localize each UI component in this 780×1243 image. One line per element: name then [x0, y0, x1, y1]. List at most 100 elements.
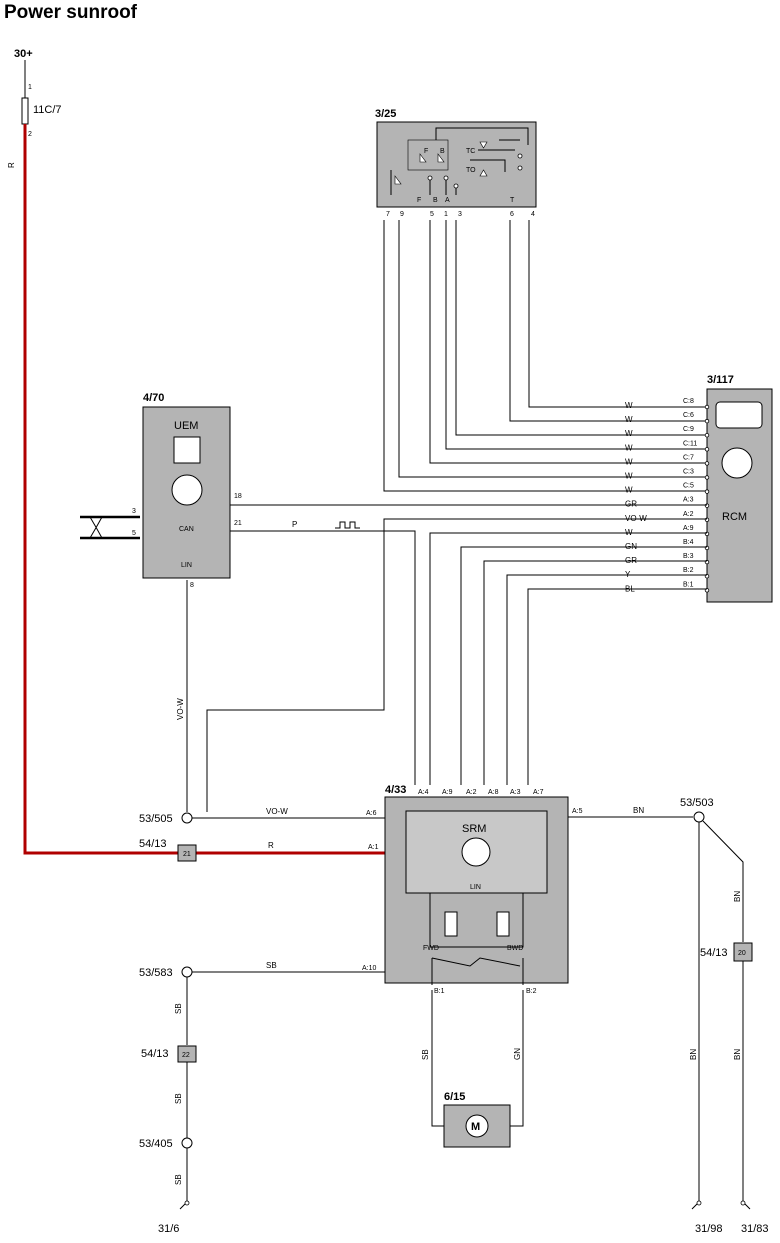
rcm-wire-color-9: W	[625, 528, 633, 537]
bn-wire-ground-98	[691, 822, 700, 1210]
rcm-wire-color-3: W	[625, 443, 633, 452]
switch-pin-3: 3	[458, 211, 462, 218]
uem-name: UEM	[174, 420, 198, 432]
rcm-pin-6: C:5	[683, 483, 694, 490]
rcm-wire-color-8: VO-W	[625, 514, 647, 523]
rcm-pin-11: B:3	[683, 553, 694, 560]
uem-antenna-icon	[173, 436, 201, 464]
rcm-pin-terminal-5	[704, 475, 710, 480]
rcm-name: RCM	[722, 511, 747, 523]
splice-505-wire-label: VO-W	[266, 807, 288, 816]
rcm-pin-terminal-3	[704, 447, 710, 452]
rcm-pin-terminal-0	[704, 404, 710, 410]
splice-505	[181, 812, 193, 824]
rcm-pin-0: C:8	[683, 398, 694, 405]
fuse-pin-in: 1	[28, 84, 32, 91]
rcm-pin-terminal-6	[704, 489, 710, 494]
bn-wire-98-label: BN	[689, 1049, 698, 1060]
bn-wire-ground-83	[742, 961, 751, 1210]
splice-583-label: 53/583	[139, 967, 173, 979]
switch-pin-9: 9	[400, 211, 404, 218]
switch-panel-ref: 3/25	[375, 108, 396, 120]
srm-pin-b1: B:1	[434, 988, 445, 995]
srm-bwd-label: BWD	[507, 945, 523, 952]
srm-relays	[429, 893, 524, 985]
splice-405	[181, 1137, 193, 1149]
rcm-wire-color-5: W	[625, 472, 633, 481]
rcm-pin-8: A:2	[683, 511, 694, 518]
rcm-pin-1: C:6	[683, 412, 694, 419]
uem-bus-lines	[80, 515, 140, 540]
rcm-wire-color-0: W	[625, 401, 633, 410]
motor-sb-wire	[431, 990, 444, 1127]
srm-pin-a5: A:5	[572, 808, 583, 815]
motor-ref: 6/15	[444, 1091, 465, 1103]
switch-label-f: F	[424, 148, 428, 155]
rcm-to-srm-wires	[206, 518, 707, 812]
switch-label-a: A	[445, 197, 450, 204]
rcm-pin-terminal-1	[704, 418, 710, 424]
ground-31-6: 31/6	[158, 1223, 179, 1235]
srm-lin-label: LIN	[470, 884, 481, 891]
switch-to-rcm-wires	[383, 220, 707, 492]
ground-31-98: 31/98	[695, 1223, 723, 1235]
diagram-title: Power sunroof	[4, 2, 138, 23]
connector-21-ref: 54/13	[139, 838, 167, 850]
switch-pin-6: 6	[510, 211, 514, 218]
splice-583	[181, 966, 193, 978]
ground-31-6-terminal	[184, 1200, 190, 1206]
rcm-seat-icon	[715, 401, 763, 429]
rcm-ref: 3/117	[707, 374, 734, 386]
srm-pin-a10: A:10	[362, 965, 377, 972]
fuse-symbol	[21, 97, 29, 125]
rcm-pin-7: A:3	[683, 497, 694, 504]
switch-pin-7: 7	[386, 211, 390, 218]
srm-ref: 4/33	[385, 784, 406, 796]
connector-20-ref: 54/13	[700, 947, 728, 959]
srm-pin-a7: A:7	[533, 789, 544, 796]
rcm-wire-color-4: W	[625, 457, 633, 466]
p-wire-pulse-icon	[335, 521, 360, 529]
splice-503	[693, 811, 705, 823]
srm-pin-a1: A:1	[368, 844, 379, 851]
switch-label-to: TO	[466, 167, 476, 174]
rcm-pin-2: C:9	[683, 426, 694, 433]
uem-can-label: CAN	[179, 526, 194, 533]
rcm-pin-3: C:11	[683, 440, 697, 447]
switch-label-f2: F	[417, 197, 421, 204]
uem-vo-w-label: VO-W	[176, 698, 185, 720]
splice-405-label: 53/405	[139, 1138, 173, 1150]
fuse-label: 11C/7	[33, 104, 62, 116]
uem-lin-label: LIN	[181, 562, 192, 569]
rcm-wire-color-6: W	[625, 486, 633, 495]
rcm-pin-terminal-4	[704, 461, 710, 466]
srm-fwd-label: FWD	[423, 945, 439, 952]
srm-pin-a2: A:2	[466, 789, 477, 796]
switch-pin-5: 5	[430, 211, 434, 218]
rcm-wire-color-7: GR	[625, 500, 637, 509]
srm-pin-b2: B:2	[526, 988, 537, 995]
bn-wire-branch-label: BN	[733, 891, 742, 902]
switch-label-t: T	[510, 197, 515, 204]
uem-pin-3: 3	[132, 508, 136, 515]
sb-wire-lower-label: SB	[174, 1174, 183, 1185]
rcm-pin-10: B:4	[683, 539, 694, 546]
rcm-pin-9: A:9	[683, 525, 694, 532]
switch-label-tc: TC	[466, 148, 475, 155]
uem-p-wire-label: P	[292, 520, 297, 529]
rcm-pin-12: B:2	[683, 567, 694, 574]
uem-p-wire	[230, 530, 416, 785]
rcm-wire-color-1: W	[625, 415, 633, 424]
power-wire-label: R	[268, 841, 274, 850]
uem-transistor-icon	[171, 474, 203, 506]
rcm-transistor-icon	[721, 447, 753, 479]
connector-21-num: 21	[183, 851, 191, 858]
rcm-pin-terminal-7	[704, 503, 710, 508]
rcm-pin-13: B:1	[683, 581, 694, 588]
splice-583-wire-label: SB	[266, 961, 277, 970]
connector-22-num: 22	[182, 1052, 190, 1059]
splice-505-label: 53/505	[139, 813, 173, 825]
uem-pin-21: 21	[234, 520, 242, 527]
